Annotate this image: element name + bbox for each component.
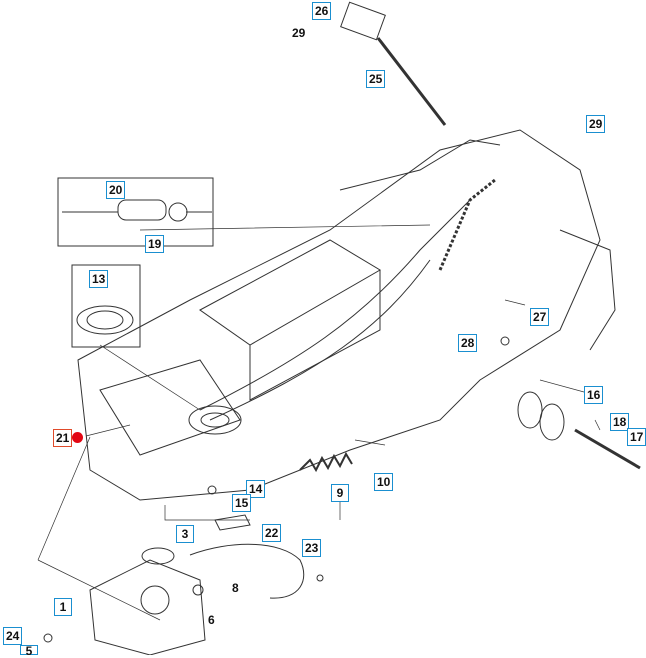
drive-chain: [438, 178, 496, 271]
callout-9[interactable]: 9: [331, 484, 349, 502]
callout-3[interactable]: 3: [176, 525, 194, 543]
lift-rod: [376, 37, 447, 126]
callout-15[interactable]: 15: [232, 494, 252, 512]
wheel-16a: [517, 391, 543, 429]
frame-front-plate: [99, 359, 241, 456]
belt-23: [189, 543, 305, 599]
callout-5[interactable]: 5: [20, 645, 38, 657]
callout-17[interactable]: 17: [627, 428, 646, 446]
plate-15: [214, 514, 251, 531]
pulley-13: [76, 305, 134, 335]
frame-top-plate: [199, 239, 381, 346]
callout-25[interactable]: 25: [366, 70, 386, 88]
callout-24[interactable]: 24: [3, 627, 23, 645]
callout-29[interactable]: 29: [586, 115, 606, 133]
wheel-16b: [539, 403, 565, 441]
callout-6[interactable]: 6: [208, 613, 215, 627]
bracket-26: [340, 1, 386, 41]
frame-outline: [77, 129, 601, 501]
callout-29-top[interactable]: 29: [292, 26, 306, 40]
cable-clip-20: [117, 199, 167, 221]
inset-box-20-19: [57, 177, 214, 247]
callout-19[interactable]: 19: [145, 235, 165, 253]
callout-1[interactable]: 1: [54, 598, 72, 616]
seal-3: [141, 547, 175, 565]
callout-28[interactable]: 28: [458, 334, 478, 352]
callout-14[interactable]: 14: [246, 480, 266, 498]
gearbox-1: [89, 559, 206, 655]
callout-23[interactable]: 23: [302, 539, 322, 557]
callout-26[interactable]: 26: [312, 2, 332, 20]
pulley-frame: [188, 405, 242, 435]
callout-8[interactable]: 8: [232, 581, 239, 595]
callout-27[interactable]: 27: [530, 308, 550, 326]
callout-16[interactable]: 16: [584, 386, 604, 404]
callout-20[interactable]: 20: [106, 181, 126, 199]
control-cable-2: [209, 259, 431, 421]
callout-22[interactable]: 22: [262, 524, 282, 542]
control-cable: [199, 199, 471, 411]
callout-13[interactable]: 13: [89, 270, 109, 288]
callout-18[interactable]: 18: [610, 413, 630, 431]
frame-side-rail: [249, 270, 381, 401]
callout-10[interactable]: 10: [374, 473, 394, 491]
leader-lines: [37, 224, 601, 621]
spring-10: [299, 451, 353, 473]
inset-box-13: [71, 264, 141, 348]
axle-17: [574, 428, 641, 470]
frame-rear-handle: [339, 139, 616, 351]
callout-21[interactable]: 21: [53, 429, 73, 447]
selected-marker: [72, 432, 83, 443]
